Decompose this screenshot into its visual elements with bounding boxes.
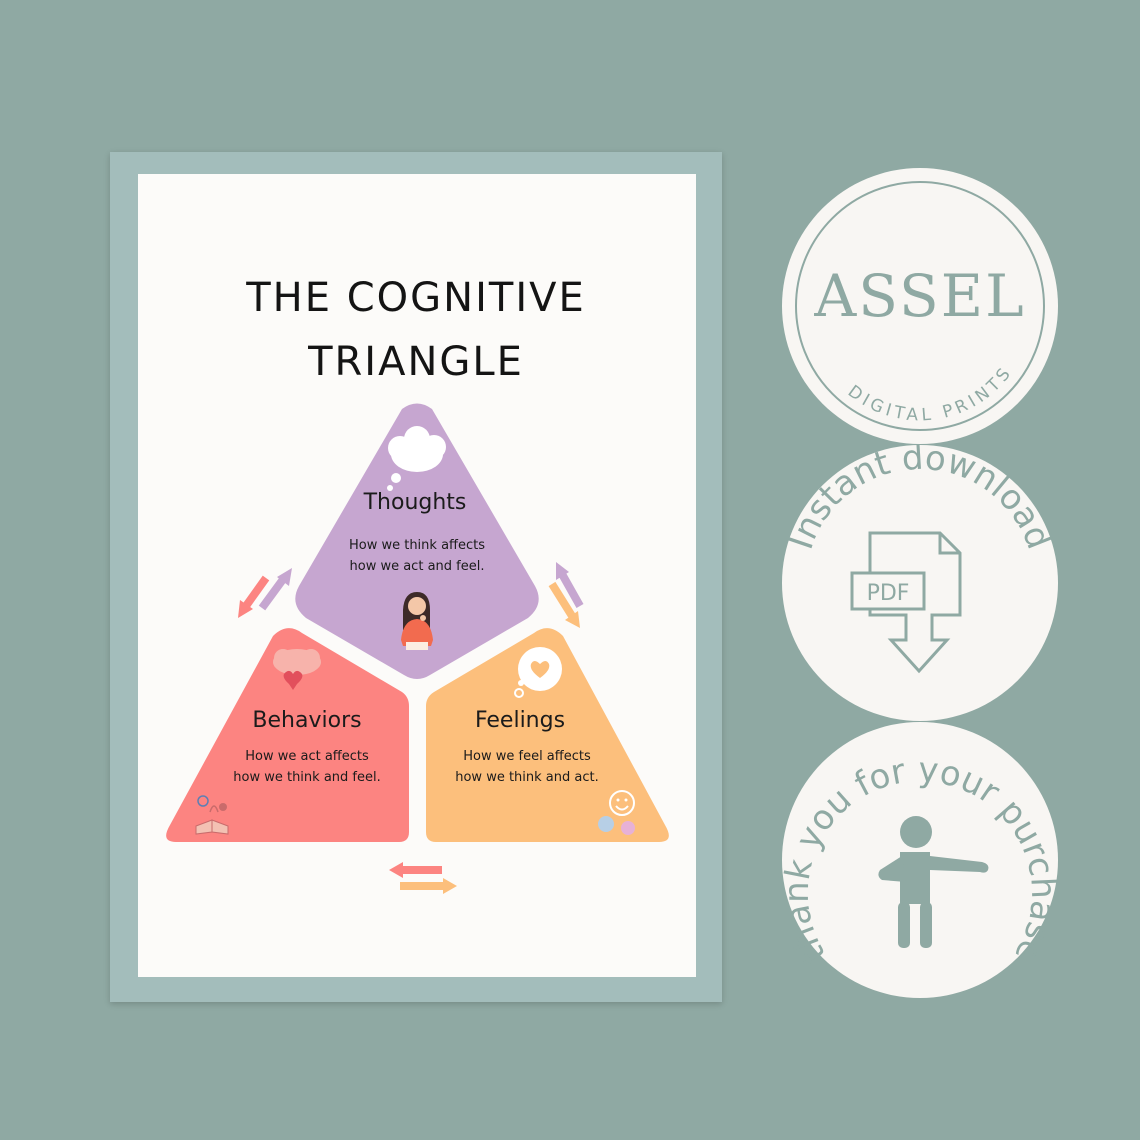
thanks-badge: thank you for your purchase xyxy=(782,722,1058,998)
person-thanks-icon xyxy=(878,816,989,948)
arrow-up-right-icon xyxy=(258,568,292,611)
brand-arc-path-text: DIGITAL PRINTS xyxy=(844,362,1013,426)
feelings-line-2: how we think and act. xyxy=(455,770,599,785)
arrow-right-icon xyxy=(400,878,457,894)
brand-arc-text: DIGITAL PRINTS xyxy=(844,362,1017,426)
arrow-down-right-icon xyxy=(548,581,580,628)
brand-badge-ring xyxy=(795,181,1045,431)
arrows-thoughts-behaviors xyxy=(238,568,292,618)
thoughts-description: How we think affects how we act and feel… xyxy=(320,535,514,577)
feelings-description: How we feel affects how we think and act… xyxy=(430,746,624,788)
arrow-left-icon xyxy=(389,862,442,878)
behaviors-description: How we act affects how we think and feel… xyxy=(210,746,404,788)
pdf-label: PDF xyxy=(867,581,910,606)
smiley-faces-icon xyxy=(598,790,635,835)
arrows-behaviors-feelings xyxy=(389,862,457,894)
brain-heart-icon xyxy=(273,649,321,690)
feelings-triangle xyxy=(426,628,669,842)
arrows-thoughts-feelings xyxy=(548,562,584,628)
brand-logo-text: ASSEL xyxy=(813,262,1025,330)
feelings-line-1: How we feel affects xyxy=(463,749,591,764)
behaviors-triangle xyxy=(166,628,409,842)
thinking-woman-icon xyxy=(401,592,433,650)
poster-title: THE COGNITIVE TRIANGLE xyxy=(0,266,832,394)
heart-bubble-icon xyxy=(514,647,562,698)
download-arc-path-text: Instant download xyxy=(782,445,1058,555)
arrow-down-left-icon xyxy=(238,575,270,618)
behaviors-line-1: How we act affects xyxy=(245,749,369,764)
open-book-icon xyxy=(195,795,229,835)
thoughts-line-2: how we act and feel. xyxy=(349,559,485,574)
thoughts-triangle xyxy=(295,403,539,679)
arrow-up-left-icon xyxy=(556,562,584,608)
pdf-download-icon: PDF xyxy=(850,531,962,674)
brand-badge: ASSEL DIGITAL PRINTS xyxy=(782,168,1058,444)
title-line-2: TRIANGLE xyxy=(308,339,524,385)
download-arc-text: Instant download xyxy=(782,445,1058,555)
thoughts-line-1: How we think affects xyxy=(348,538,486,553)
thought-bubble-icon xyxy=(387,426,446,491)
download-badge: Instant download PDF xyxy=(782,445,1058,721)
behaviors-line-2: how we think and feel. xyxy=(233,770,381,785)
behaviors-heading: Behaviors xyxy=(252,708,362,733)
feelings-heading: Feelings xyxy=(474,708,566,733)
thoughts-heading: Thoughts xyxy=(363,490,467,515)
title-line-1: THE COGNITIVE xyxy=(246,275,586,321)
